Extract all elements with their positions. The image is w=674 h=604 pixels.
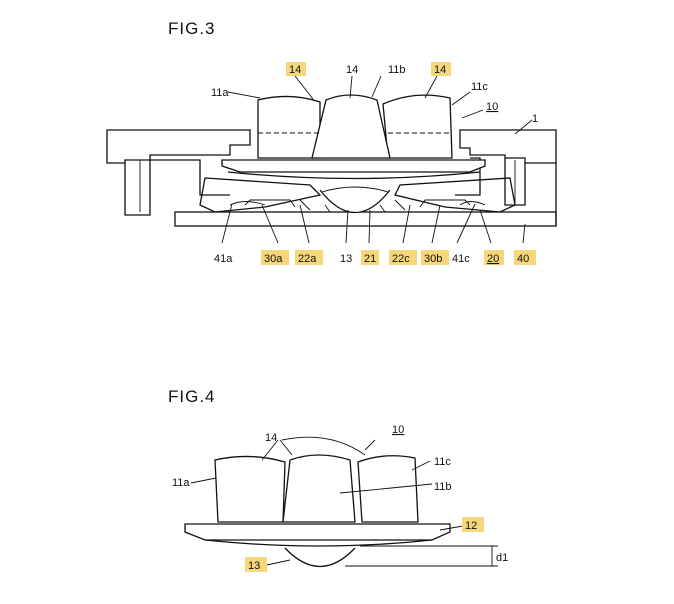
knob-10: [221, 94, 486, 180]
ball-13: [319, 186, 391, 214]
highlight-40: [514, 250, 536, 265]
base-plate-40: [174, 163, 557, 227]
highlight-22c: [389, 250, 417, 265]
label-11b-fig4: 11b: [434, 481, 452, 493]
label-14-right: 14: [434, 64, 446, 76]
highlight-21: [361, 250, 379, 265]
label-10: 10: [486, 101, 498, 113]
highlight-30a: [261, 250, 289, 265]
highlight-12: [462, 517, 484, 532]
label-11a: 11a: [211, 87, 229, 99]
dimension-d1: [345, 545, 498, 567]
label-10-fig4: 10: [392, 424, 404, 436]
fig3-leaders: [221, 75, 533, 244]
label-41a: 41a: [214, 253, 233, 265]
label-21: 21: [364, 253, 376, 265]
spring-plate-20: [199, 177, 516, 213]
fig4-title: FIG.4: [168, 387, 216, 406]
label-22c: 22c: [392, 253, 410, 265]
label-11c-fig4: 11c: [434, 456, 451, 468]
figure-3: FIG.3: [106, 19, 557, 265]
label-11b: 11b: [388, 64, 406, 76]
label-22a: 22a: [298, 253, 317, 265]
label-14: 14: [265, 432, 277, 444]
fig3-title: FIG.3: [168, 19, 216, 38]
label-20: 20: [487, 253, 499, 265]
highlight-14-right: [431, 62, 451, 76]
label-11c: 11c: [471, 81, 488, 93]
label-40: 40: [517, 253, 529, 265]
figure-4: FIG.4 1: [168, 387, 508, 572]
label-14-mid: 14: [346, 64, 358, 76]
label-d1: d1: [496, 552, 508, 564]
knob-10-side: [184, 454, 451, 568]
highlight-14-left: [286, 62, 306, 76]
highlight-20: [484, 250, 504, 265]
label-13-fig4: 13: [248, 560, 260, 572]
highlight-22a: [295, 250, 323, 265]
highlight-13: [245, 557, 267, 572]
label-12: 12: [465, 520, 477, 532]
fig4-leaders: [190, 436, 464, 566]
label-41c: 41c: [452, 253, 470, 265]
label-30a: 30a: [264, 253, 283, 265]
highlight-30b: [421, 250, 449, 265]
label-30b: 30b: [424, 253, 442, 265]
label-11a-fig4: 11a: [172, 477, 190, 489]
label-14-left: 14: [289, 64, 301, 76]
label-1: 1: [532, 113, 538, 125]
label-13: 13: [340, 253, 352, 265]
